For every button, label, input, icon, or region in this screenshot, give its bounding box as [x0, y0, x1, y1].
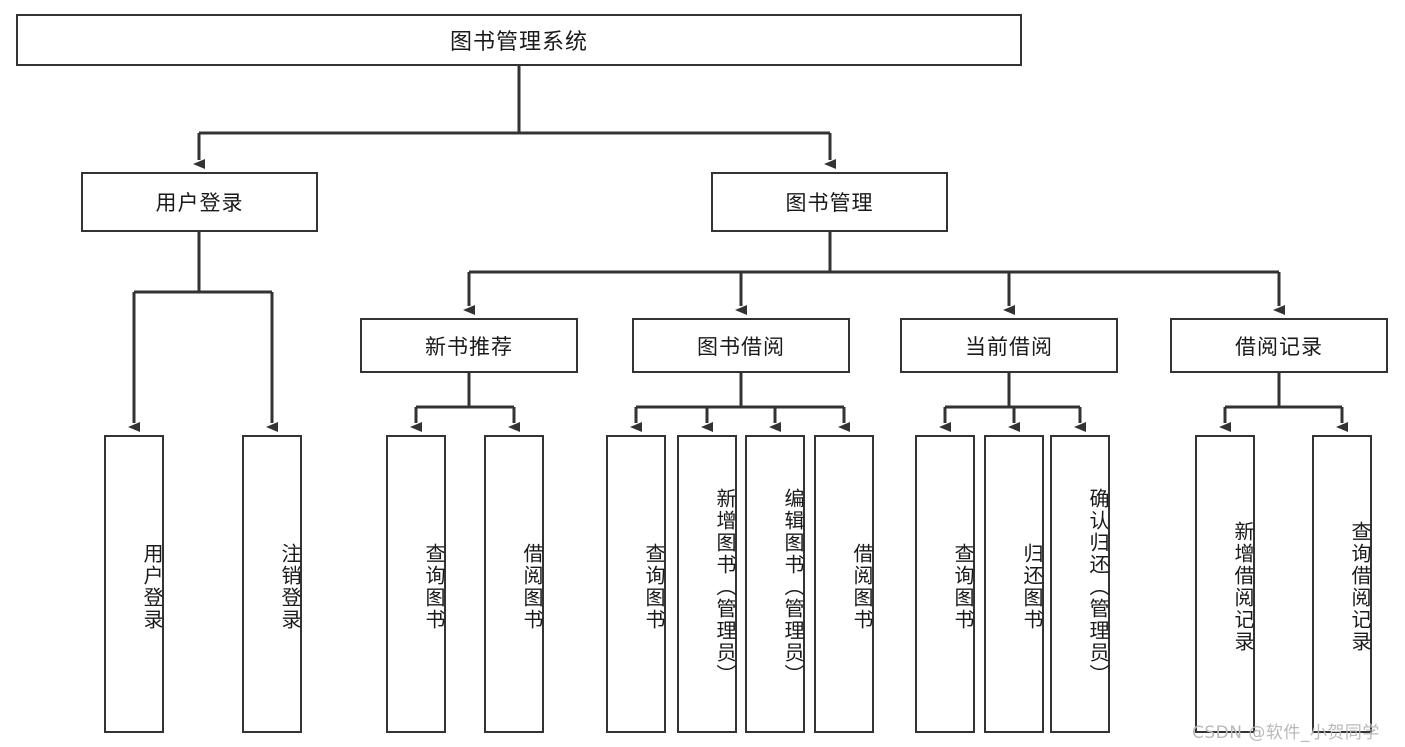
leaf-query-book-current[interactable]: 查询图书	[915, 435, 975, 733]
leaf-query-book-recommend[interactable]: 查询图书	[386, 435, 446, 733]
node-book-management[interactable]: 图书管理	[711, 172, 948, 232]
node-book-borrow[interactable]: 图书借阅	[632, 318, 850, 373]
leaf-query-borrow-record[interactable]: 查询借阅记录	[1312, 435, 1372, 733]
leaf-borrow-book-recommend[interactable]: 借阅图书	[484, 435, 544, 733]
leaf-add-borrow-record[interactable]: 新增借阅记录	[1195, 435, 1255, 733]
node-current-borrow[interactable]: 当前借阅	[900, 318, 1118, 373]
node-new-book-recommend[interactable]: 新书推荐	[360, 318, 578, 373]
leaf-edit-book-admin[interactable]: 编辑图书（管理员）	[745, 435, 805, 733]
leaf-confirm-return-admin[interactable]: 确认归还（管理员）	[1050, 435, 1110, 733]
leaf-add-book-admin[interactable]: 新增图书（管理员）	[677, 435, 737, 733]
leaf-borrow-book[interactable]: 借阅图书	[814, 435, 874, 733]
leaf-logout[interactable]: 注销登录	[242, 435, 302, 733]
csdn-watermark: CSDN @软件_小贺同学	[1192, 723, 1380, 743]
leaf-return-book[interactable]: 归还图书	[984, 435, 1044, 733]
leaf-user-login[interactable]: 用户登录	[104, 435, 164, 733]
leaf-query-book-borrow[interactable]: 查询图书	[606, 435, 666, 733]
node-root-system[interactable]: 图书管理系统	[16, 14, 1022, 66]
node-user-login[interactable]: 用户登录	[81, 172, 318, 232]
node-borrow-record[interactable]: 借阅记录	[1170, 318, 1388, 373]
